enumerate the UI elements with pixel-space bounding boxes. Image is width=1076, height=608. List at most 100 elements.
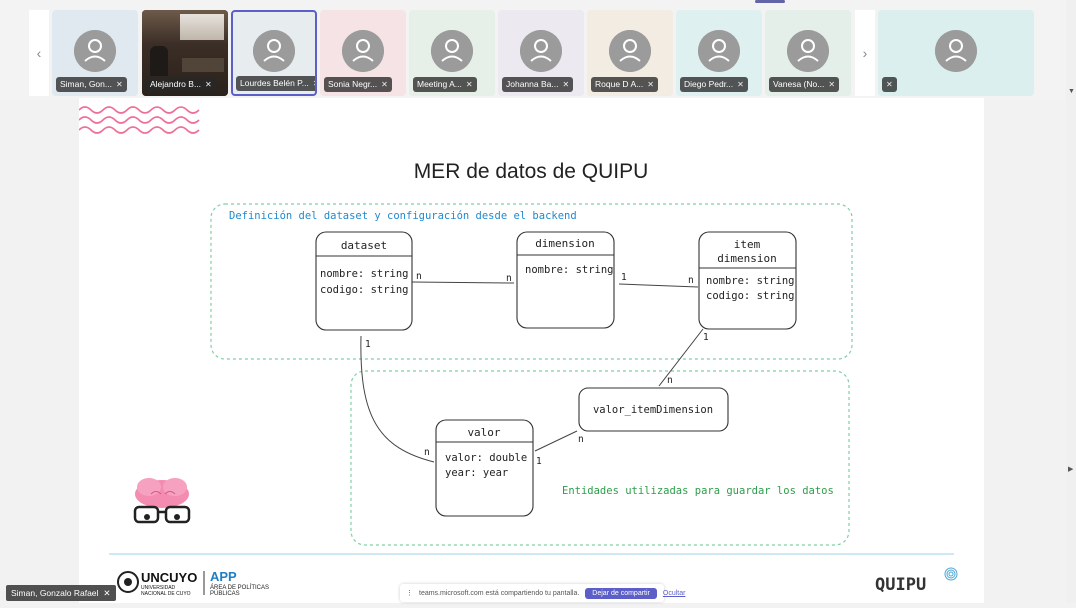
participant-name-chip: Roque D A...✕ — [591, 77, 658, 92]
participant-name-chip: Lourdes Belén P...✕ — [236, 76, 315, 91]
entity-valor-attr2: year: year — [445, 467, 508, 479]
backend-group — [210, 203, 853, 360]
uncuyo-logo: UNCUYO UNIVERSIDAD NACIONAL DE CUYO — [117, 570, 197, 597]
shared-slide: MER de datos de QUIPU Definición del dat… — [78, 98, 984, 603]
card-item-vi-bottom: n — [667, 375, 673, 386]
scroll-down-icon[interactable]: ▼ — [1068, 88, 1075, 95]
entity-dimension-attr1: nombre: string — [525, 264, 614, 276]
uncuyo-name: UNCUYO — [141, 570, 197, 585]
participant-name-chip: ✕ — [882, 77, 897, 92]
entity-valor-item-dimension-name: valor_itemDimension — [593, 404, 713, 416]
card-ds-valor-top: 1 — [365, 339, 371, 350]
participant-name: Sonia Negr... — [328, 79, 378, 89]
card-vi-valor-left: 1 — [536, 456, 542, 467]
entity-item-dimension-attr1: nombre: string — [706, 275, 795, 287]
person-icon — [787, 30, 829, 72]
quipu-brand: QUIPU — [875, 575, 926, 595]
person-icon — [935, 30, 977, 72]
share-grip-icon: ⋮ — [406, 590, 413, 597]
right-scrollbar[interactable] — [1066, 0, 1076, 603]
participant-tile[interactable]: Vanesa (No...✕ — [765, 10, 851, 96]
card-ds-valor-bottom: n — [424, 447, 430, 458]
entity-item-dimension-name1: item — [734, 238, 761, 251]
participant-name: Roque D A... — [595, 79, 644, 89]
share-message: teams.microsoft.com está compartiendo tu… — [419, 589, 580, 597]
entity-item-dimension: item dimension nombre: string codigo: st… — [698, 231, 797, 330]
app-sub2: PÚBLICAS — [210, 590, 240, 597]
cardinality-labels: n n 1 n 1 n 1 n n 1 — [365, 271, 709, 467]
entity-valor-name: valor — [467, 426, 500, 439]
participant-name-chip: Vanesa (No...✕ — [769, 77, 840, 92]
uncuyo-sub2: NACIONAL DE CUYO — [141, 591, 191, 597]
mic-off-icon: ✕ — [886, 80, 893, 89]
participant-name: Siman, Gon... — [60, 79, 112, 89]
scroll-right-icon[interactable]: ▶ — [1068, 466, 1074, 473]
entity-valor-item-dimension: valor_itemDimension — [578, 387, 729, 432]
mic-off-icon: ✕ — [313, 76, 315, 91]
app-logo: APP ÁREA DE POLÍTICAS PÚBLICAS — [210, 569, 269, 597]
person-icon — [431, 30, 473, 72]
participant-tile[interactable]: Roque D A...✕ — [587, 10, 673, 96]
strip-next-button[interactable]: › — [855, 10, 875, 96]
participant-tile[interactable]: Lourdes Belén P...✕ — [231, 10, 317, 96]
person-icon — [342, 30, 384, 72]
participant-name-chip: Alejandro B...✕ — [146, 77, 216, 92]
backend-group-label: Definición del dataset y configuración d… — [229, 210, 577, 222]
participant-name-chip: Siman, Gon...✕ — [56, 77, 127, 92]
participant-tile[interactable]: Diego Pedr...✕ — [676, 10, 762, 96]
relationship-lines — [360, 281, 704, 463]
slide-canvas: MER de datos de QUIPU Definición del dat… — [78, 106, 958, 597]
participant-tile[interactable]: Alejandro B...✕ — [142, 10, 228, 96]
self-view-name: Siman, Gonzalo Rafael — [11, 588, 99, 598]
person-icon — [609, 30, 651, 72]
mic-off-icon: ✕ — [103, 588, 111, 598]
scroll-indicator — [755, 0, 785, 3]
entity-item-dimension-name2: dimension — [717, 252, 777, 265]
participant-name-chip: Diego Pedr...✕ — [680, 77, 748, 92]
entity-dimension-name: dimension — [535, 237, 595, 250]
brain-glasses-illustration — [133, 478, 191, 524]
participant-name: Meeting A... — [417, 79, 462, 89]
mic-off-icon: ✕ — [205, 80, 212, 89]
slide-title: MER de datos de QUIPU — [414, 160, 649, 183]
person-icon — [253, 30, 295, 72]
participant-name: Johanna Ba... — [506, 79, 559, 89]
mic-off-icon: ✕ — [737, 80, 744, 89]
entity-dataset: dataset nombre: string codigo: string — [315, 231, 413, 331]
participant-tile[interactable]: Siman, Gon...✕ — [52, 10, 138, 96]
mic-off-icon: ✕ — [381, 80, 388, 89]
participant-name: Diego Pedr... — [684, 79, 734, 89]
chevron-left-icon: ‹ — [36, 45, 42, 61]
self-view-chip: Siman, Gonzalo Rafael ✕ — [6, 585, 116, 601]
participant-name: Alejandro B... — [150, 79, 202, 89]
participant-tile[interactable]: Johanna Ba...✕ — [498, 10, 584, 96]
participant-tile[interactable]: ✕ — [878, 10, 1034, 96]
app-name: APP — [210, 569, 237, 584]
entity-item-dimension-attr2: codigo: string — [706, 290, 795, 302]
mic-off-icon: ✕ — [465, 80, 473, 89]
entity-dimension: dimension nombre: string — [516, 231, 615, 329]
participant-tile[interactable]: Sonia Negr...✕ — [320, 10, 406, 96]
participant-name-chip: Meeting A...✕ — [413, 77, 477, 92]
storage-group — [350, 370, 850, 546]
mic-off-icon: ✕ — [828, 80, 836, 89]
participant-name-chip: Johanna Ba...✕ — [502, 77, 574, 92]
hide-share-bar-link[interactable]: Ocultar — [662, 589, 686, 597]
mic-off-icon: ✕ — [647, 80, 654, 89]
entity-dataset-name: dataset — [341, 239, 387, 252]
participant-tile[interactable]: Meeting A...✕ — [409, 10, 495, 96]
mic-off-icon: ✕ — [115, 80, 123, 89]
stop-sharing-button[interactable]: Dejar de compartir — [585, 587, 657, 599]
participant-strip: ‹ Siman, Gon...✕Alejandro B...✕Lourdes B… — [0, 0, 1076, 100]
storage-group-label: Entidades utilizadas para guardar los da… — [562, 485, 834, 497]
card-item-vi-top: 1 — [703, 332, 709, 343]
entity-valor: valor valor: double year: year — [435, 419, 534, 517]
participant-name-chip: Sonia Negr...✕ — [324, 77, 392, 92]
quipu-fingerprint-icon — [944, 567, 958, 581]
entity-dataset-attr2: codigo: string — [320, 284, 409, 296]
chevron-right-icon: › — [862, 45, 868, 61]
screen-share-bar: ⋮ teams.microsoft.com está compartiendo … — [400, 584, 685, 602]
mic-off-icon: ✕ — [562, 80, 570, 89]
strip-prev-button[interactable]: ‹ — [29, 10, 49, 96]
participant-name: Vanesa (No... — [773, 79, 825, 89]
